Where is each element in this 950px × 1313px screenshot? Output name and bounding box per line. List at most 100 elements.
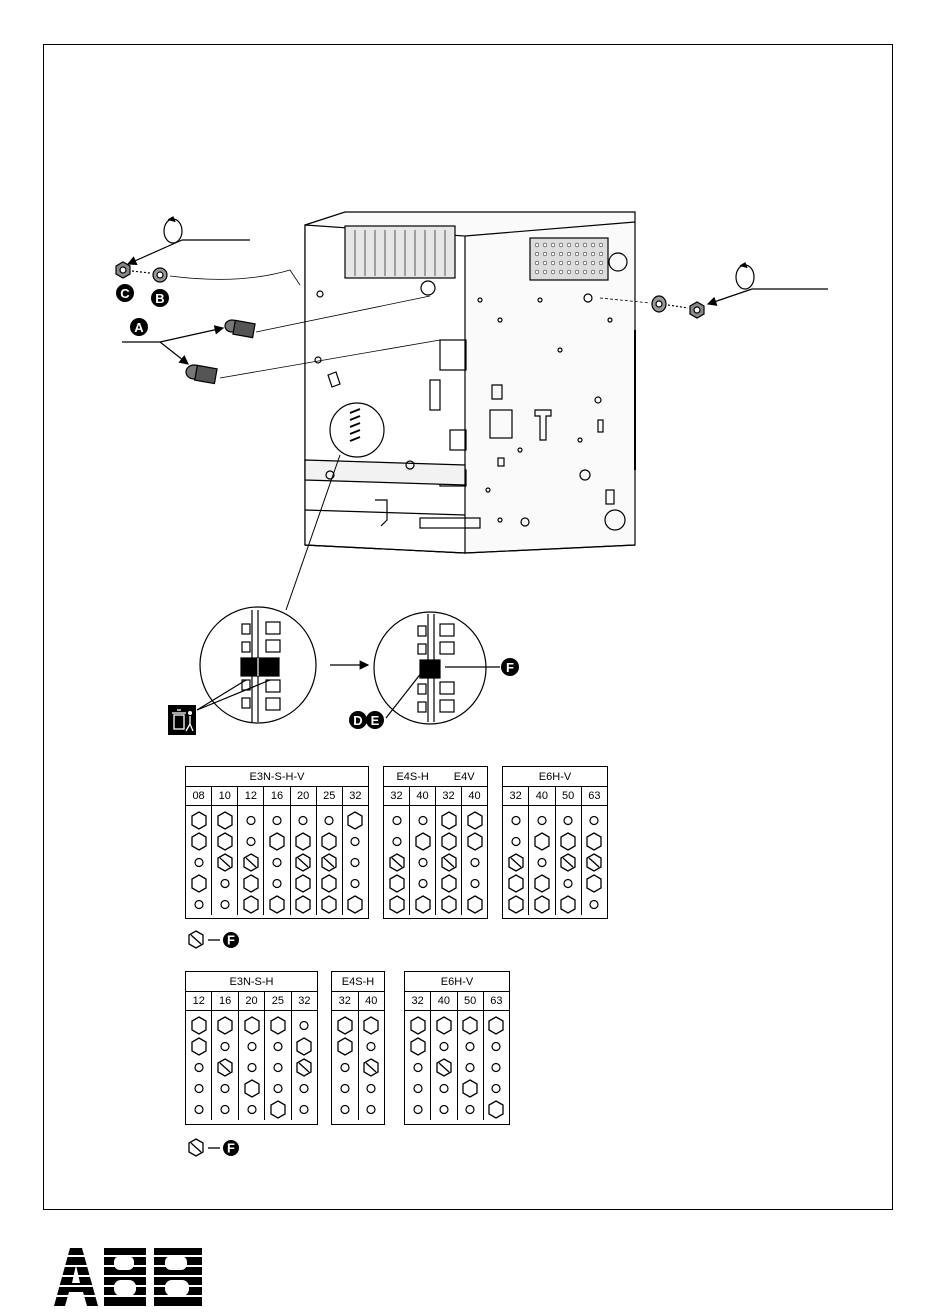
hexagon-icon <box>486 1099 506 1120</box>
table-column <box>212 806 238 915</box>
column-header: 40 <box>462 787 487 805</box>
hexagon-icon <box>293 894 313 915</box>
hexagon-icon <box>293 873 313 894</box>
table-column <box>212 1011 238 1120</box>
table-column <box>529 806 555 915</box>
hole-icon <box>335 1078 355 1099</box>
svg-text:B: B <box>155 291 164 306</box>
table-title-left: E4S-H <box>396 771 428 783</box>
hexagon-icon <box>189 1015 209 1036</box>
slotted-hexagon-icon <box>558 852 578 873</box>
hole-icon <box>189 894 209 915</box>
rotation-arrow-icon <box>736 263 754 289</box>
hexagon-icon <box>465 894 485 915</box>
hexagon-icon <box>439 894 459 915</box>
slotted-hexagon-icon <box>387 852 407 873</box>
legend-slotted-hex-2: F <box>186 1137 248 1158</box>
hole-icon <box>268 1036 288 1057</box>
hole-icon <box>345 852 365 873</box>
table-column <box>239 1011 265 1120</box>
table-column <box>556 806 582 915</box>
table-body <box>186 806 368 915</box>
slotted-hexagon-icon <box>319 852 339 873</box>
table-title: E6H-V <box>405 972 509 992</box>
hole-icon <box>267 852 287 873</box>
hole-icon <box>408 1057 428 1078</box>
hole-icon <box>241 831 261 852</box>
callout-A: A <box>130 318 148 336</box>
hexagon-icon <box>486 1015 506 1036</box>
table-title: E3N-S-H-V <box>186 767 368 787</box>
column-header: 63 <box>484 992 509 1010</box>
table-e3n-s-h-v: E3N-S-H-V 08101216202532 <box>185 766 369 919</box>
hexagon-icon <box>361 1015 381 1036</box>
hexagon-icon <box>319 894 339 915</box>
hexagon-icon <box>242 1078 262 1099</box>
column-header: 40 <box>410 787 436 805</box>
hexagon-icon <box>532 831 552 852</box>
hexagon-icon <box>532 873 552 894</box>
hexagon-icon <box>413 894 433 915</box>
detail-after <box>374 612 500 724</box>
slotted-hexagon-icon <box>293 852 313 873</box>
column-header: 32 <box>343 787 368 805</box>
table-body <box>405 1011 509 1120</box>
hexagon-icon <box>335 1015 355 1036</box>
hexagon-icon <box>189 831 209 852</box>
slotted-hexagon-icon <box>186 1137 206 1158</box>
table-column <box>265 1011 291 1120</box>
hexagon-icon <box>387 873 407 894</box>
callout-D: D <box>349 711 367 729</box>
hexagon-icon <box>189 1036 209 1057</box>
table-column <box>238 806 264 915</box>
hexagon-icon <box>460 1015 480 1036</box>
hole-icon <box>387 810 407 831</box>
hexagon-icon <box>465 810 485 831</box>
hole-icon <box>434 1099 454 1120</box>
hole-icon <box>189 1057 209 1078</box>
hole-icon <box>408 1078 428 1099</box>
table-column <box>582 806 607 915</box>
table-header-row: 32403240 <box>384 787 487 806</box>
table-body <box>332 1011 384 1120</box>
hexagon-icon <box>434 1015 454 1036</box>
legend-arrow: F <box>208 1138 248 1158</box>
hexagon-icon <box>584 873 604 894</box>
hole-icon <box>294 1015 314 1036</box>
table-e4s-h: E4S-H 3240 <box>331 971 385 1125</box>
table-column <box>264 806 290 915</box>
column-header: 50 <box>458 992 484 1010</box>
hexagon-icon <box>345 894 365 915</box>
hole-icon <box>408 1099 428 1120</box>
hexagon-icon <box>215 1015 235 1036</box>
hole-icon <box>345 873 365 894</box>
column-header: 32 <box>503 787 529 805</box>
hexagon-icon <box>345 810 365 831</box>
hexagon-icon <box>319 831 339 852</box>
hole-icon <box>294 1099 314 1120</box>
column-header: 12 <box>186 992 212 1010</box>
hole-icon <box>465 852 485 873</box>
column-header: 32 <box>384 787 410 805</box>
hole-icon <box>335 1057 355 1078</box>
hole-icon <box>434 1036 454 1057</box>
hexagon-icon <box>387 894 407 915</box>
hole-icon <box>413 852 433 873</box>
hole-icon <box>294 1078 314 1099</box>
svg-text:F: F <box>227 1140 235 1155</box>
table-column <box>484 1011 509 1120</box>
hole-icon <box>267 873 287 894</box>
hexagon-icon <box>268 1099 288 1120</box>
hole-icon <box>361 1078 381 1099</box>
hexagon-icon <box>267 894 287 915</box>
hole-icon <box>434 1078 454 1099</box>
table-title: E4S-H <box>332 972 384 992</box>
hole-icon <box>584 894 604 915</box>
table-column <box>359 1011 385 1120</box>
legend-arrow: F <box>208 930 248 950</box>
table-header-row: 08101216202532 <box>186 787 368 806</box>
hexagon-icon <box>408 1015 428 1036</box>
hole-icon <box>584 810 604 831</box>
slotted-hexagon-icon <box>434 1057 454 1078</box>
